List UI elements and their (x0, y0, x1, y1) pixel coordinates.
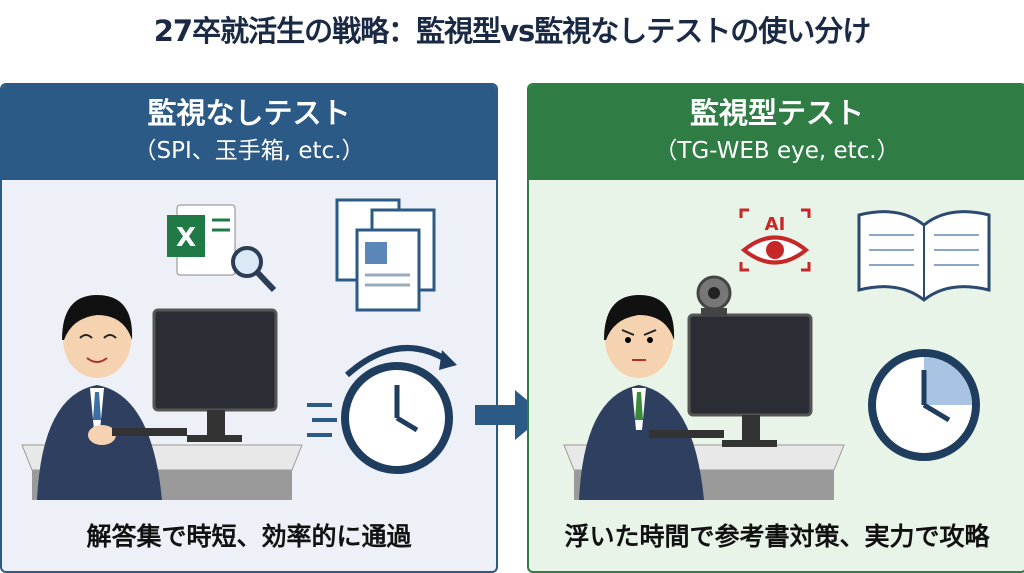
excel-icon: X (167, 204, 236, 276)
clock-icon (307, 345, 457, 474)
monitor-icon (649, 313, 813, 447)
monitor-icon (112, 308, 278, 442)
panel-heading: 監視なしテスト (147, 96, 351, 130)
panel-heading: 監視型テスト (689, 96, 864, 130)
panel-subheading: （SPI、玉手箱, etc.） (133, 138, 365, 164)
panel-header: 監視なしテスト （SPI、玉手箱, etc.） (2, 85, 496, 180)
panel-header: 監視型テスト （TG-WEB eye, etc.） (529, 85, 1024, 180)
person-serious-icon (579, 295, 704, 500)
page-title: 27卒就活生の戦略：監視型vs監視なしテストの使い分け (153, 14, 872, 48)
ai-label: AI (765, 214, 786, 235)
panel-caption: 浮いた時間で参考書対策、実力で攻略 (564, 522, 990, 551)
monitored-illustration: AI (563, 208, 991, 500)
monitored-test-panel: 監視型テスト （TG-WEB eye, etc.） AI 浮いた時間で参考書対策… (527, 83, 1024, 573)
excel-letter: X (176, 223, 196, 253)
book-icon (857, 210, 991, 302)
documents-icon (335, 198, 436, 312)
person-smiling-icon (37, 295, 162, 500)
panel-caption: 解答集で時短、効率的に通過 (86, 522, 412, 551)
unmonitored-illustration: X (21, 198, 457, 500)
panel-subheading: （TG-WEB eye, etc.） (654, 138, 900, 164)
unmonitored-test-panel: 監視なしテスト （SPI、玉手箱, etc.） X 解答集で時短、効率的に通過 (0, 83, 498, 573)
clock-icon (868, 349, 980, 461)
magnifier-icon (231, 246, 277, 293)
webcam-icon (696, 275, 732, 316)
ai-eye-icon: AI (739, 208, 811, 272)
